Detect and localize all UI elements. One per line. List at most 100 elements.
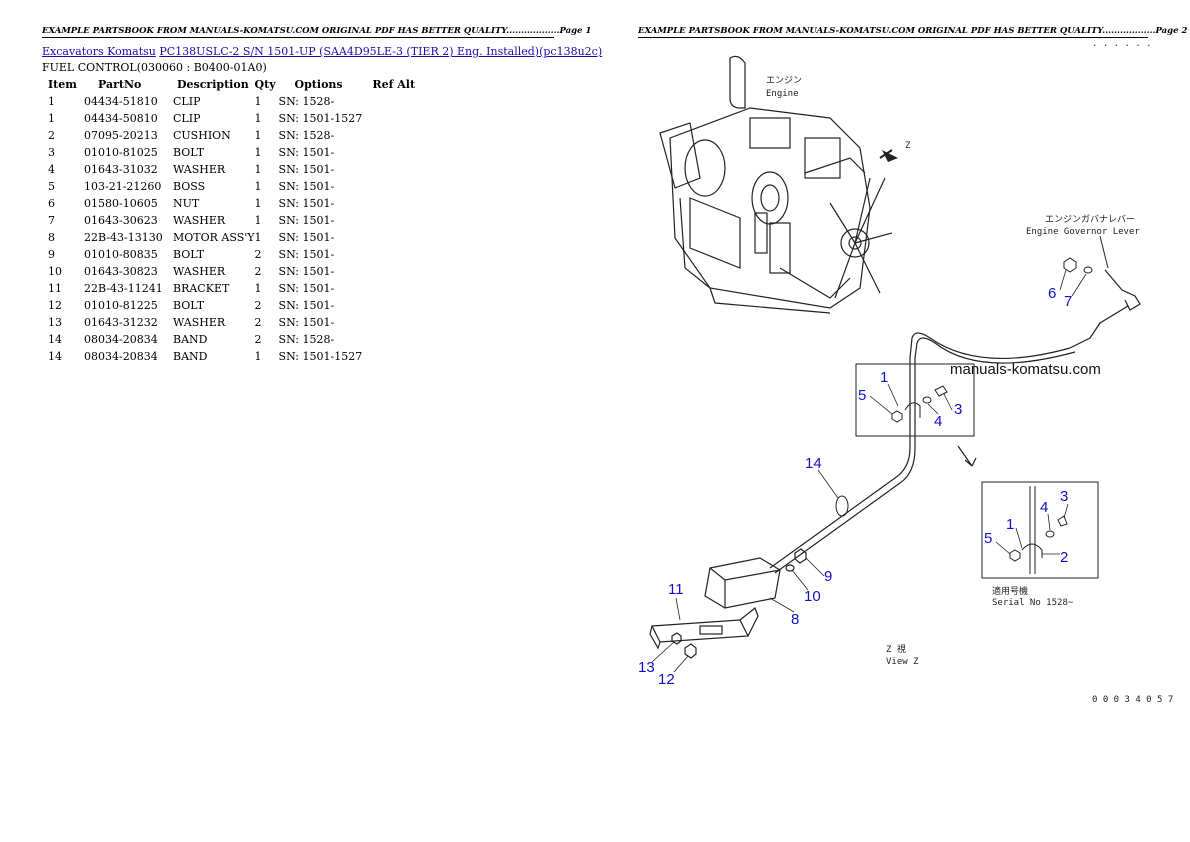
partno-cell: 01643-30823 — [84, 265, 158, 278]
options-cell: SN: 1501- — [278, 265, 335, 278]
description-cell: CUSHION — [173, 129, 231, 142]
item-cell: 9 — [48, 248, 55, 261]
description-cell: CLIP — [173, 112, 201, 125]
partno-cell: 01580-10605 — [84, 197, 158, 210]
qty-cell: 1 — [254, 163, 262, 176]
callout-5-serial[interactable]: 5 — [984, 530, 992, 547]
refalt-cell — [373, 93, 416, 110]
callout-3-serial[interactable]: 3 — [1060, 488, 1068, 505]
options-cell: SN: 1501- — [278, 299, 335, 312]
options-cell: SN: 1501- — [278, 316, 335, 329]
description-cell: WASHER — [173, 316, 226, 329]
figure-top-code: . . . . . . — [1092, 39, 1152, 49]
callout-1-serial[interactable]: 1 — [1006, 516, 1014, 533]
partno-cell: 07095-20213 — [84, 129, 158, 142]
description-cell: BOLT — [173, 248, 205, 261]
refalt-cell — [373, 280, 416, 297]
options-cell: SN: 1528- — [278, 95, 335, 108]
serial-label-en: Serial No 1528~ — [992, 598, 1074, 608]
item-cell: 14 — [48, 333, 62, 346]
breadcrumb-link-model[interactable]: PC138USLC-2 S/N 1501-UP (SAA4D95LE-3 (TI… — [159, 45, 603, 58]
callout-3-top[interactable]: 3 — [954, 401, 962, 418]
callout-8[interactable]: 8 — [791, 611, 799, 628]
engine-label-en: Engine — [766, 89, 799, 99]
serial-label-jp: 適用号機 — [992, 585, 1028, 597]
description-cell: MOTOR ASS'Y — [173, 231, 255, 244]
item-cell: 7 — [48, 214, 55, 227]
item-cell: 5 — [48, 180, 55, 193]
options-cell: SN: 1501- — [278, 163, 335, 176]
refalt-cell — [373, 212, 416, 229]
qty-cell: 1 — [254, 231, 262, 244]
col-qty: Qty — [254, 77, 276, 91]
refalt-cell — [373, 161, 416, 178]
col-refalt: Ref Alt — [372, 77, 416, 91]
refalt-cell — [373, 297, 416, 314]
section-title: FUEL CONTROL(030060 : B0400-01A0) — [42, 61, 267, 74]
item-cell: 10 — [48, 265, 62, 278]
qty-cell: 1 — [254, 129, 262, 142]
partno-cell: 04434-50810 — [84, 112, 158, 125]
lever-label-en: Engine Governor Lever — [1026, 227, 1140, 237]
description-cell: BOSS — [173, 180, 206, 193]
options-cell: SN: 1501- — [278, 248, 335, 261]
description-cell: BAND — [173, 333, 208, 346]
qty-cell: 1 — [254, 282, 262, 295]
table-row: 2 07095-20213 CUSHION 1 SN: 1528- — [42, 127, 415, 144]
callout-7[interactable]: 7 — [1064, 293, 1072, 310]
callout-14[interactable]: 14 — [805, 455, 822, 472]
motor-assembly — [704, 548, 807, 609]
options-cell: SN: 1501-1527 — [278, 112, 363, 125]
options-cell: SN: 1501-1527 — [278, 350, 363, 363]
callout-6[interactable]: 6 — [1048, 285, 1056, 302]
refalt-cell — [373, 229, 416, 246]
parts-table: Item PartNo Description Qty Options Ref … — [42, 76, 415, 365]
options-cell: SN: 1528- — [278, 129, 335, 142]
partno-cell: 01010-81025 — [84, 146, 158, 159]
callout-1-top[interactable]: 1 — [880, 369, 888, 386]
partno-cell: 01643-31032 — [84, 163, 158, 176]
callout-5-top[interactable]: 5 — [858, 387, 866, 404]
qty-cell: 1 — [254, 214, 262, 227]
description-cell: WASHER — [173, 214, 226, 227]
col-item: Item — [48, 77, 77, 91]
fuel-control-cable — [769, 269, 1141, 574]
refalt-cell — [373, 110, 416, 127]
callout-4-serial[interactable]: 4 — [1040, 499, 1048, 516]
breadcrumb: Excavators Komatsu PC138USLC-2 S/N 1501-… — [42, 45, 602, 58]
item-cell: 11 — [48, 282, 62, 295]
item-cell: 2 — [48, 129, 55, 142]
engine-drawing — [659, 55, 893, 314]
col-description: Description — [177, 77, 249, 91]
view-label-jp: Z 視 — [886, 643, 906, 655]
callout-11[interactable]: 11 — [668, 581, 684, 598]
options-cell: SN: 1501- — [278, 180, 335, 193]
refalt-cell — [373, 144, 416, 161]
callout-12[interactable]: 12 — [658, 671, 675, 688]
callout-10[interactable]: 10 — [804, 588, 821, 605]
callout-2-serial[interactable]: 2 — [1060, 549, 1068, 566]
callout-13[interactable]: 13 — [638, 659, 655, 676]
partno-cell: 01010-80835 — [84, 248, 158, 261]
watermark: manuals-komatsu.com — [950, 361, 1101, 378]
qty-cell: 2 — [254, 299, 262, 312]
clip-assembly-serial — [1009, 486, 1068, 574]
callout-4-top[interactable]: 4 — [934, 413, 942, 430]
description-cell: WASHER — [173, 265, 226, 278]
options-cell: SN: 1501- — [278, 214, 335, 227]
col-partno: PartNo — [98, 77, 142, 91]
clip-assembly-top — [891, 385, 948, 423]
qty-cell: 2 — [254, 333, 262, 346]
qty-cell: 1 — [254, 197, 262, 210]
options-cell: SN: 1501- — [278, 282, 335, 295]
callout-9[interactable]: 9 — [824, 568, 832, 585]
refalt-cell — [373, 331, 416, 348]
breadcrumb-link-excavators[interactable]: Excavators Komatsu — [42, 45, 156, 58]
description-cell: BRACKET — [173, 282, 230, 295]
